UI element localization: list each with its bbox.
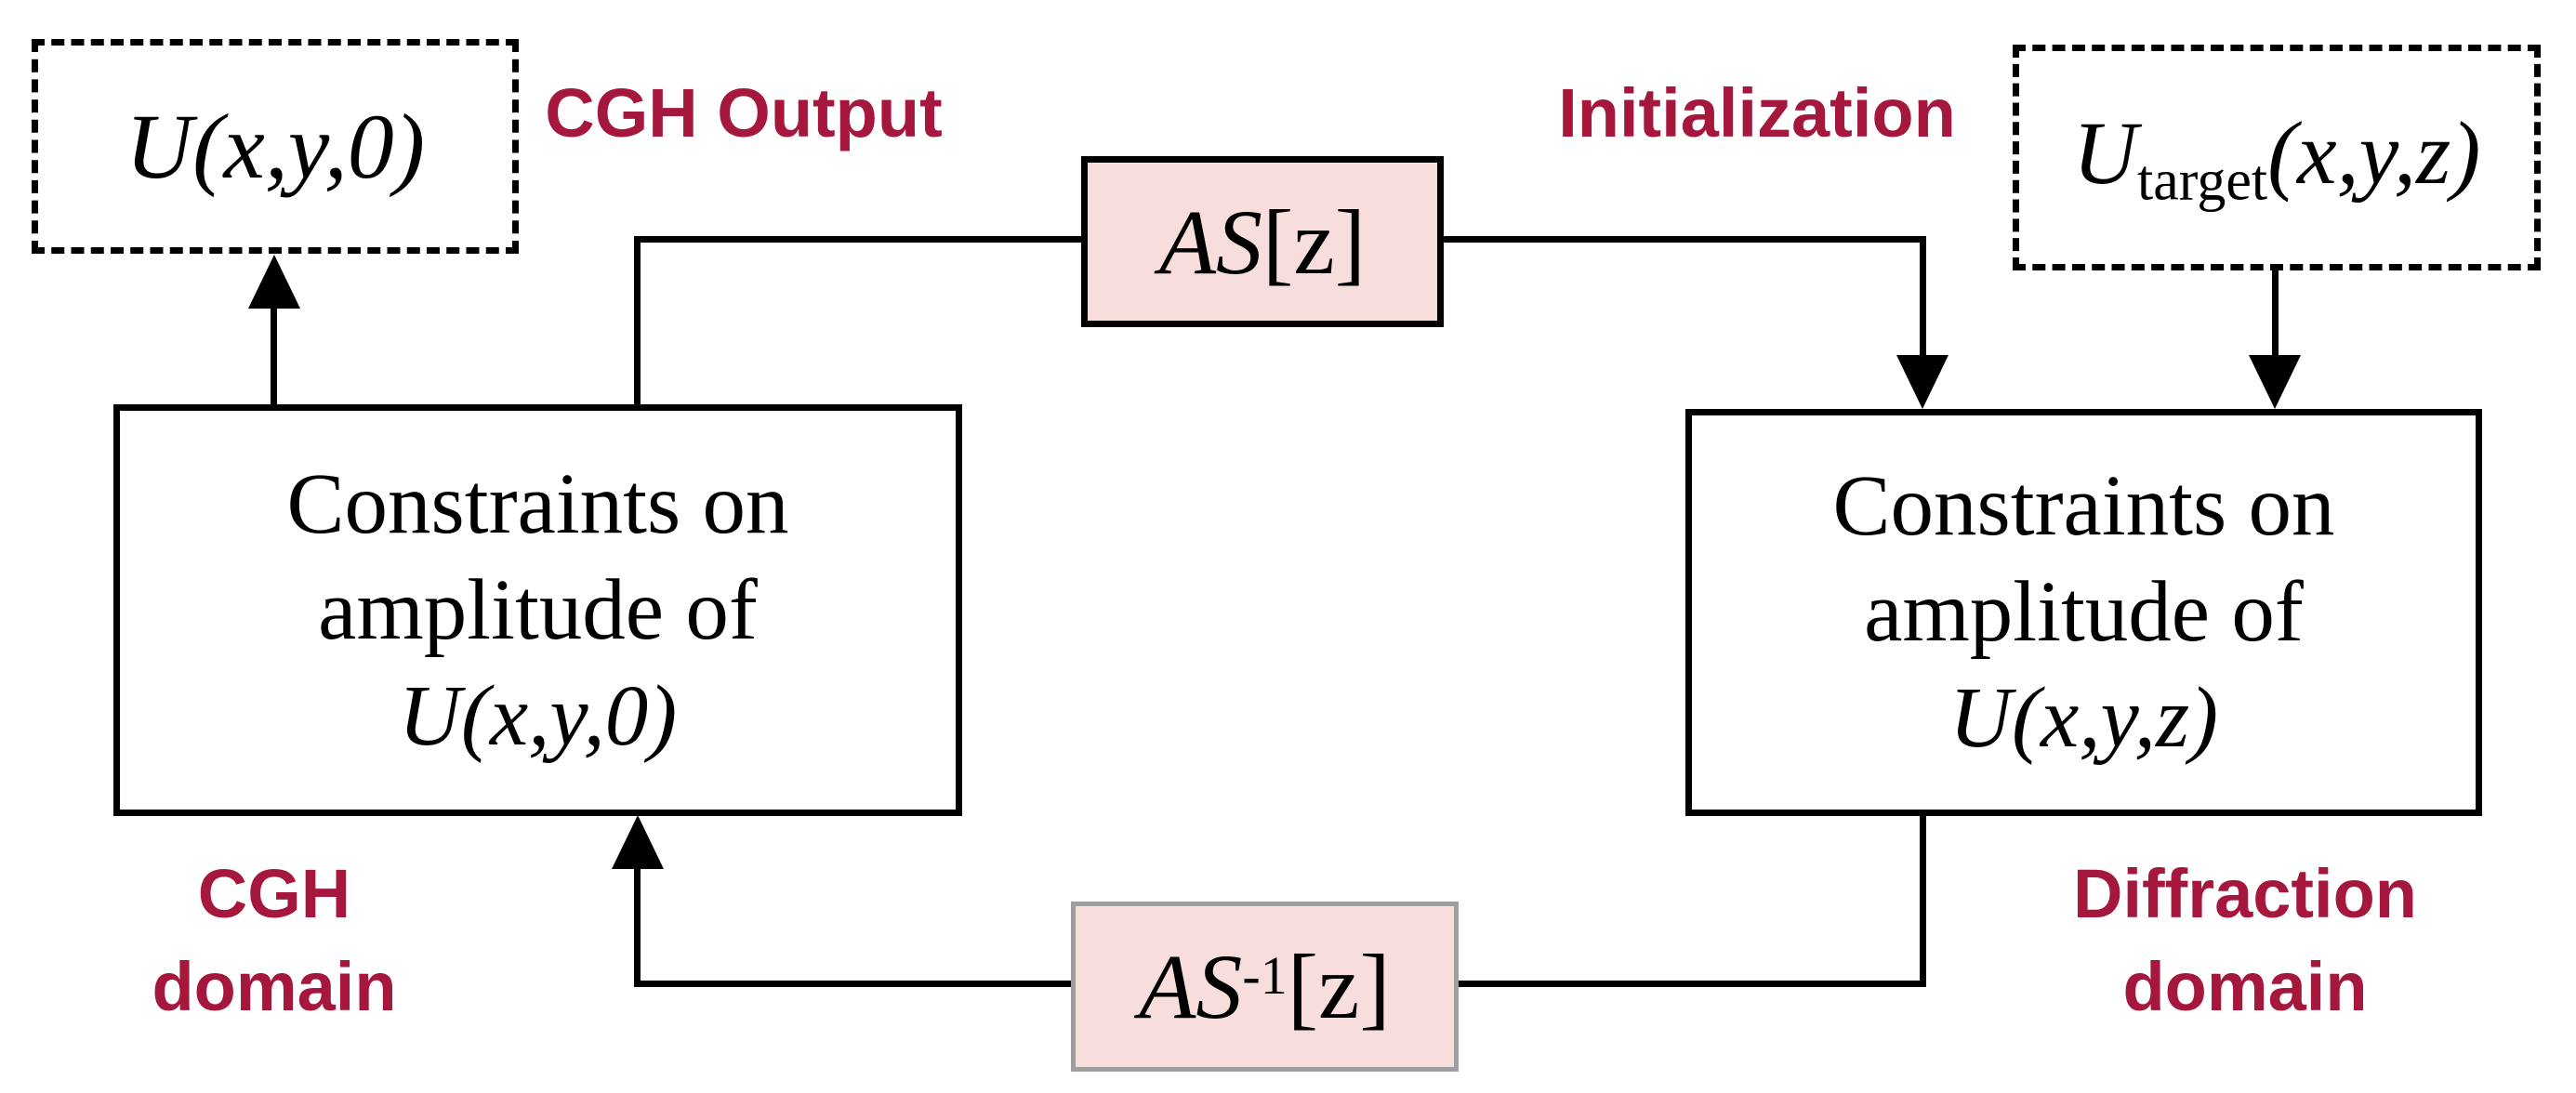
connector-left-box-to-cgh-output — [271, 308, 277, 404]
target-field-formula: Utarget(x,y,z) — [2073, 101, 2481, 214]
diffraction-constraints-line3: U(x,y,z) — [1949, 670, 2219, 766]
arrow-up-icon — [248, 255, 300, 309]
cgh-constraints-box: Constraints on amplitude of U(x,y,0) — [113, 404, 962, 816]
inverse-operator-superscript: -1 — [1242, 944, 1288, 1006]
inverse-operator-formula: AS-1[z] — [1139, 933, 1390, 1040]
inverse-operator-arg: [z] — [1287, 935, 1391, 1038]
cgh-constraints-line2: amplitude of — [318, 561, 758, 658]
connector-right-box-down — [1920, 816, 1926, 987]
initialization-label: Initialization — [1558, 74, 1956, 151]
connector-down-to-right-box — [1920, 236, 1926, 359]
connector-from-inverse-operator — [638, 981, 1071, 987]
cgh-domain-label: CGH domain — [84, 848, 465, 1034]
cgh-output-field-box: U(x,y,0) — [32, 39, 519, 254]
cgh-field-formula: U(x,y,0) — [125, 95, 426, 198]
target-field-subscript: target — [2137, 149, 2268, 213]
diffraction-domain-label: Diffraction domain — [1980, 848, 2510, 1034]
diffraction-domain-line2: domain — [2122, 948, 2368, 1025]
target-field-args: (x,y,z) — [2267, 102, 2481, 203]
connector-left-box-up — [634, 239, 641, 404]
diffraction-constraints-text: Constraints on amplitude of U(x,y,z) — [1833, 454, 2335, 771]
connector-to-inverse-operator — [1459, 981, 1926, 987]
cgh-constraints-line1: Constraints on — [286, 455, 789, 552]
arrow-down-icon — [2249, 355, 2301, 409]
arrow-down-icon — [1896, 355, 1949, 409]
cgh-output-label: CGH Output — [545, 74, 943, 151]
forward-operator-arg: [z] — [1262, 190, 1367, 294]
inverse-operator-base: AS — [1139, 935, 1243, 1038]
diffraction-domain-line1: Diffraction — [2073, 855, 2417, 932]
diffraction-constraints-box: Constraints on amplitude of U(x,y,z) — [1685, 409, 2482, 816]
diffraction-constraints-line1: Constraints on — [1832, 458, 2335, 554]
connector-to-forward-operator — [634, 236, 1081, 243]
arrow-up-icon — [612, 815, 664, 869]
connector-from-forward-operator — [1444, 236, 1923, 243]
connector-target-to-right-box — [2272, 270, 2279, 359]
forward-propagation-operator-box: AS[z] — [1081, 156, 1444, 327]
cgh-domain-line2: domain — [152, 948, 397, 1025]
inverse-propagation-operator-box: AS-1[z] — [1071, 902, 1459, 1072]
cgh-constraints-line3: U(x,y,0) — [398, 667, 678, 764]
cgh-domain-line1: CGH — [197, 855, 351, 932]
target-field-base: U — [2072, 102, 2138, 203]
connector-up-to-left-box — [634, 868, 641, 987]
forward-operator-base: AS — [1158, 190, 1263, 294]
cgh-constraints-text: Constraints on amplitude of U(x,y,0) — [287, 452, 789, 770]
diffraction-constraints-line2: amplitude of — [1864, 564, 2304, 660]
target-field-box: Utarget(x,y,z) — [2013, 45, 2541, 270]
forward-operator-formula: AS[z] — [1159, 189, 1366, 296]
